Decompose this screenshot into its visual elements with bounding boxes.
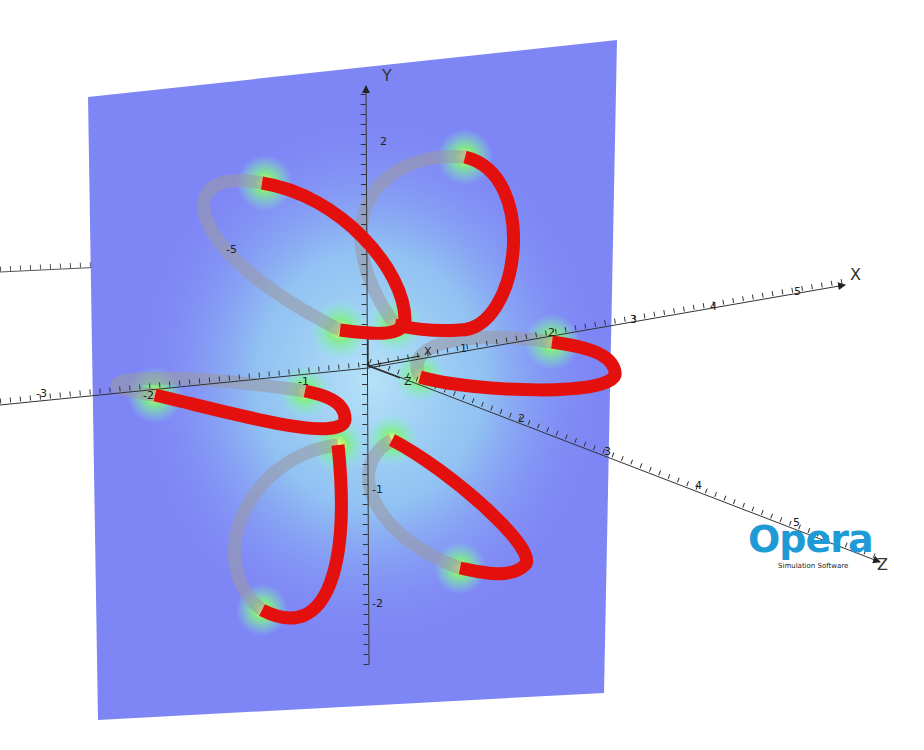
field-plane xyxy=(88,40,617,720)
tick-number: -2 xyxy=(372,598,383,609)
logo-subtitle: Simulation Software xyxy=(778,563,848,570)
axis-name: Y xyxy=(382,68,392,84)
tick-number: 2 xyxy=(380,136,387,147)
coil-front xyxy=(155,157,615,618)
tick-number: -1 xyxy=(372,484,383,495)
tick-number: 2 xyxy=(518,413,525,424)
tick-number: 3 xyxy=(604,446,611,457)
tick-number: 3 xyxy=(630,314,637,325)
tick-number: -2 xyxy=(143,390,154,401)
tick-number: 4 xyxy=(710,301,717,312)
tick-number: 5 xyxy=(794,286,801,297)
tick-number: -1 xyxy=(298,376,309,387)
axes xyxy=(0,86,880,665)
triad-label: Z xyxy=(404,376,412,387)
tick-number: -3 xyxy=(36,388,47,399)
tick-number: -5 xyxy=(226,244,237,255)
logo-text: Opera xyxy=(748,520,873,558)
triad-label: X xyxy=(424,346,432,357)
tick-number: 1 xyxy=(460,343,467,354)
tick-number: 4 xyxy=(695,480,702,491)
tick-number: 2 xyxy=(548,327,555,338)
axis-name: Z xyxy=(877,557,888,573)
axis-name: X xyxy=(850,267,861,283)
